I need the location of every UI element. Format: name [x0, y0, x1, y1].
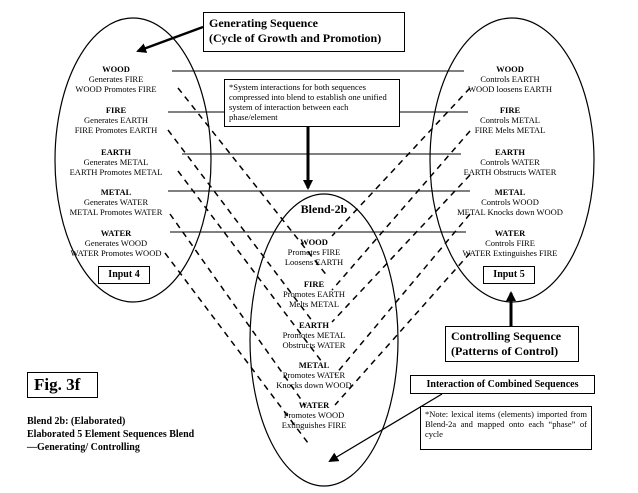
input4-ellipse — [54, 17, 212, 303]
blend-title: Blend-2b — [300, 202, 348, 216]
left-element-line2: METAL Promotes WATER — [69, 207, 163, 217]
right-element-name: EARTH — [495, 147, 525, 157]
right-element-line2: WATER Extinguishes FIRE — [462, 248, 558, 258]
blend-element-earth: EARTH Promotes METAL Obstructs WATER — [254, 320, 374, 350]
blend-element-line2: Obstructs WATER — [282, 340, 346, 350]
left-element-line2: EARTH Promotes METAL — [69, 167, 163, 177]
right-element-line2: WOOD loosens EARTH — [467, 84, 552, 94]
right-element-fire: FIRE Controls METAL FIRE Melts METAL — [450, 105, 570, 135]
figure-label: Fig. 3f — [27, 372, 98, 398]
blend-element-name: WATER — [298, 400, 330, 410]
right-element-line1: Controls WOOD — [481, 197, 539, 207]
blend-element-name: METAL — [298, 360, 330, 370]
blend-element-line1: Promotes WATER — [282, 370, 346, 380]
blend-element-line2: Loosens EARTH — [284, 257, 344, 267]
blend-element-name: FIRE — [303, 279, 325, 289]
lexical-note-box: *Note: lexical items (elements) imported… — [420, 406, 592, 450]
left-element-earth: EARTH Generates METAL EARTH Promotes MET… — [56, 147, 176, 177]
left-element-water: WATER Generates WOOD WATER Promotes WOOD — [56, 228, 176, 258]
left-element-name: METAL — [100, 187, 132, 197]
right-element-name: FIRE — [499, 105, 521, 115]
blend-element-line2: Knocks down WOOD — [276, 380, 352, 390]
lexical-note-text: *Note: lexical items (elements) imported… — [425, 409, 587, 439]
input5-label: Input 5 — [483, 266, 535, 284]
right-element-water: WATER Controls FIRE WATER Extinguishes F… — [450, 228, 570, 258]
controlling-sequence-box: Controlling Sequence (Patterns of Contro… — [445, 326, 579, 362]
generating-arrow — [136, 25, 204, 53]
right-element-wood: WOOD Controls EARTH WOOD loosens EARTH — [450, 64, 570, 94]
left-projection-lines — [164, 87, 329, 444]
blend-element-line2: Extinguishes FIRE — [281, 420, 347, 430]
left-element-line2: FIRE Promotes EARTH — [74, 125, 158, 135]
right-element-line2: EARTH Obstructs WATER — [463, 167, 557, 177]
left-element-line1: Generates EARTH — [84, 115, 148, 125]
blend-element-line1: Promotes METAL — [282, 330, 346, 340]
right-element-line1: Controls EARTH — [480, 74, 540, 84]
caption-line1: Blend 2b: (Elaborated) — [27, 416, 126, 427]
left-element-line1: Generates FIRE — [88, 74, 144, 84]
blend-element-name: EARTH — [299, 320, 329, 330]
right-element-earth: EARTH Controls WATER EARTH Obstructs WAT… — [450, 147, 570, 177]
interaction-box: Interaction of Combined Sequences — [410, 375, 595, 394]
right-element-name: WOOD — [496, 64, 524, 74]
right-element-line1: Controls METAL — [480, 115, 540, 125]
figure-caption: Blend 2b: (Elaborated) Elaborated 5 Elem… — [27, 415, 237, 454]
generating-sequence-title: Generating Sequence — [209, 16, 318, 30]
blend-element-line1: Promotes FIRE — [287, 247, 341, 257]
right-projection-lines — [331, 87, 471, 406]
left-element-metal: METAL Generates WATER METAL Promotes WAT… — [56, 187, 176, 217]
system-note-text: *System interactions for both sequences … — [229, 82, 387, 122]
left-element-line1: Generates WATER — [83, 197, 149, 207]
system-note-box: *System interactions for both sequences … — [224, 79, 400, 127]
interaction-arrow — [328, 393, 443, 463]
input4-label: Input 4 — [98, 266, 150, 284]
right-element-line1: Controls FIRE — [485, 238, 535, 248]
blend-element-line1: Promotes WOOD — [283, 410, 345, 420]
right-element-line2: FIRE Melts METAL — [474, 125, 546, 135]
left-element-line1: Generates METAL — [83, 157, 149, 167]
controlling-sequence-subtitle: (Patterns of Control) — [451, 344, 559, 358]
caption-line3: —Generating/ Controlling — [27, 442, 140, 453]
blend-element-line2: Melts METAL — [288, 299, 340, 309]
left-element-fire: FIRE Generates EARTH FIRE Promotes EARTH — [56, 105, 176, 135]
generating-sequence-subtitle: (Cycle of Growth and Promotion) — [209, 31, 382, 45]
blend-element-name: WOOD — [300, 237, 328, 247]
right-element-name: METAL — [494, 187, 526, 197]
right-element-metal: METAL Controls WOOD METAL Knocks down WO… — [450, 187, 570, 217]
right-element-name: WATER — [494, 228, 526, 238]
left-element-wood: WOOD Generates FIRE WOOD Promotes FIRE — [56, 64, 176, 94]
caption-line2: Elaborated 5 Element Sequences Blend — [27, 429, 195, 440]
left-element-name: EARTH — [101, 147, 131, 157]
blend-element-wood: WOOD Promotes FIRE Loosens EARTH — [254, 237, 374, 267]
blend-ellipse — [249, 193, 399, 487]
blend-element-line1: Promotes EARTH — [282, 289, 346, 299]
blend-element-water: WATER Promotes WOOD Extinguishes FIRE — [254, 400, 374, 430]
left-element-line2: WOOD Promotes FIRE — [75, 84, 157, 94]
left-element-name: WATER — [100, 228, 132, 238]
right-element-line2: METAL Knocks down WOOD — [457, 207, 563, 217]
left-element-line1: Generates WOOD — [84, 238, 148, 248]
left-element-name: WOOD — [102, 64, 130, 74]
blend-element-metal: METAL Promotes WATER Knocks down WOOD — [254, 360, 374, 390]
left-element-name: FIRE — [105, 105, 127, 115]
controlling-sequence-title: Controlling Sequence — [451, 329, 562, 343]
generating-sequence-box: Generating Sequence (Cycle of Growth and… — [203, 12, 405, 52]
left-element-line2: WATER Promotes WOOD — [70, 248, 162, 258]
blend-element-fire: FIRE Promotes EARTH Melts METAL — [254, 279, 374, 309]
right-element-line1: Controls WATER — [480, 157, 540, 167]
